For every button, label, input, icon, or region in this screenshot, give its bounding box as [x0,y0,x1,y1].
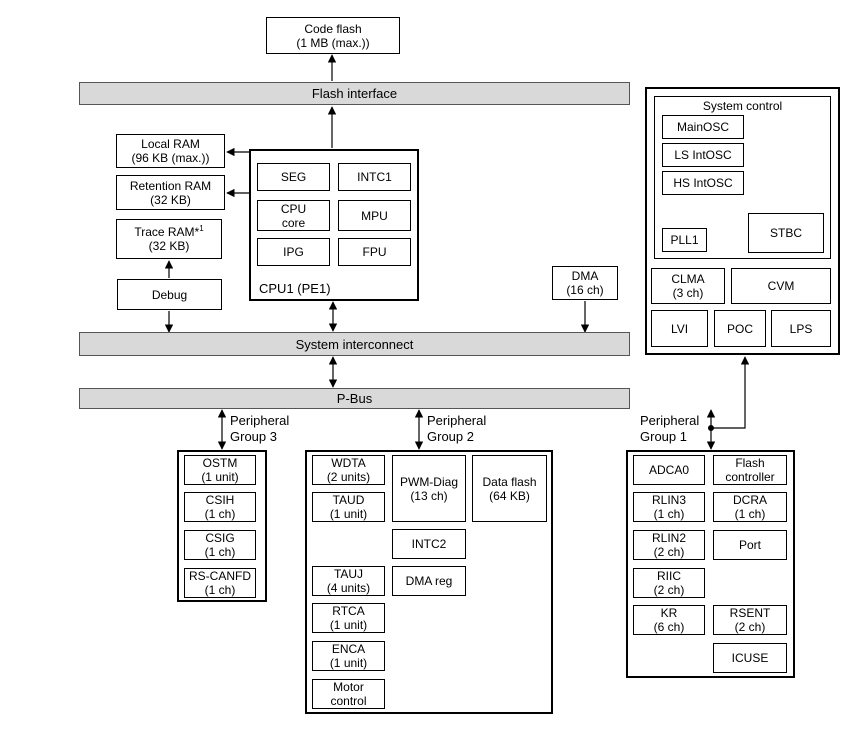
csig-box: CSIG (1 ch) [184,530,256,560]
riic-box: RIIC (2 ch) [633,568,705,598]
cpu-unit-core: CPU core [257,200,330,231]
pll1-box: PLL1 [662,228,707,252]
cpu-unit-ipg: IPG [257,238,330,266]
icuse-box: ICUSE [713,643,787,673]
rlin2-box: RLIN2 (2 ch) [633,530,705,560]
lps-box: LPS [771,310,831,347]
group2-label: Peripheral Group 2 [427,413,487,444]
group1-to-system-control-arrow [711,356,750,429]
cvm-box: CVM [731,268,831,304]
flash-interface-bus: Flash interface [79,82,630,105]
group1-label: Peripheral Group 1 [640,413,700,444]
adca0-box: ADCA0 [633,455,705,485]
junction-dot [708,425,714,431]
csih-box: CSIH (1 ch) [184,492,256,522]
dcra-box: DCRA (1 ch) [713,492,787,522]
rsent-box: RSENT (2 ch) [713,605,787,635]
stbc-box: STBC [748,213,824,253]
cpu1-title: CPU1 (PE1) [259,281,331,296]
trace-ram-footnote: 1 [199,224,204,233]
pbus: P-Bus [79,388,630,409]
group3-label: Peripheral Group 3 [230,413,290,444]
intc2-box: INTC2 [392,529,466,559]
port-box: Port [713,530,787,560]
rtca-box: RTCA (1 unit) [312,603,385,633]
cpu-unit-mpu: MPU [338,200,411,231]
rlin3-box: RLIN3 (1 ch) [633,492,705,522]
local-ram-box: Local RAM (96 KB (max.)) [116,134,225,168]
wdta-box: WDTA (2 units) [312,455,385,485]
poc-box: POC [714,310,766,347]
group1-container [626,450,795,678]
ls-intosc-box: LS IntOSC [662,143,744,167]
trace-ram-size: (32 KB) [148,239,190,253]
ostm-box: OSTM (1 unit) [184,455,256,485]
kr-box: KR (6 ch) [633,605,705,635]
dma-box: DMA (16 ch) [552,266,618,300]
motor-control-box: Motor control [312,679,385,709]
mainosc-box: MainOSC [662,115,744,139]
trace-ram-name: Trace RAM*1 [134,224,204,240]
hs-intosc-box: HS IntOSC [662,171,744,195]
cpu-unit-seg: SEG [257,163,330,191]
lvi-box: LVI [651,310,708,347]
flash-controller-box: Flash controller [713,455,787,485]
code-flash-box: Code flash (1 MB (max.)) [266,17,400,54]
pwm-diag-box: PWM-Diag (13 ch) [392,455,466,522]
retention-ram-box: Retention RAM (32 KB) [116,175,225,210]
rs-canfd-box: RS-CANFD (1 ch) [184,568,256,598]
cpu-unit-fpu: FPU [338,238,411,266]
clma-box: CLMA (3 ch) [651,268,725,304]
enca-box: ENCA (1 unit) [312,641,385,671]
tauj-box: TAUJ (4 units) [312,566,385,596]
data-flash-box: Data flash (64 KB) [472,455,547,522]
dma-reg-box: DMA reg [392,566,466,596]
trace-ram-box: Trace RAM*1 (32 KB) [116,219,222,259]
system-interconnect-bus: System interconnect [79,332,630,356]
taud-box: TAUD (1 unit) [312,492,385,522]
cpu-unit-intc1: INTC1 [338,163,411,191]
debug-box: Debug [117,279,222,310]
